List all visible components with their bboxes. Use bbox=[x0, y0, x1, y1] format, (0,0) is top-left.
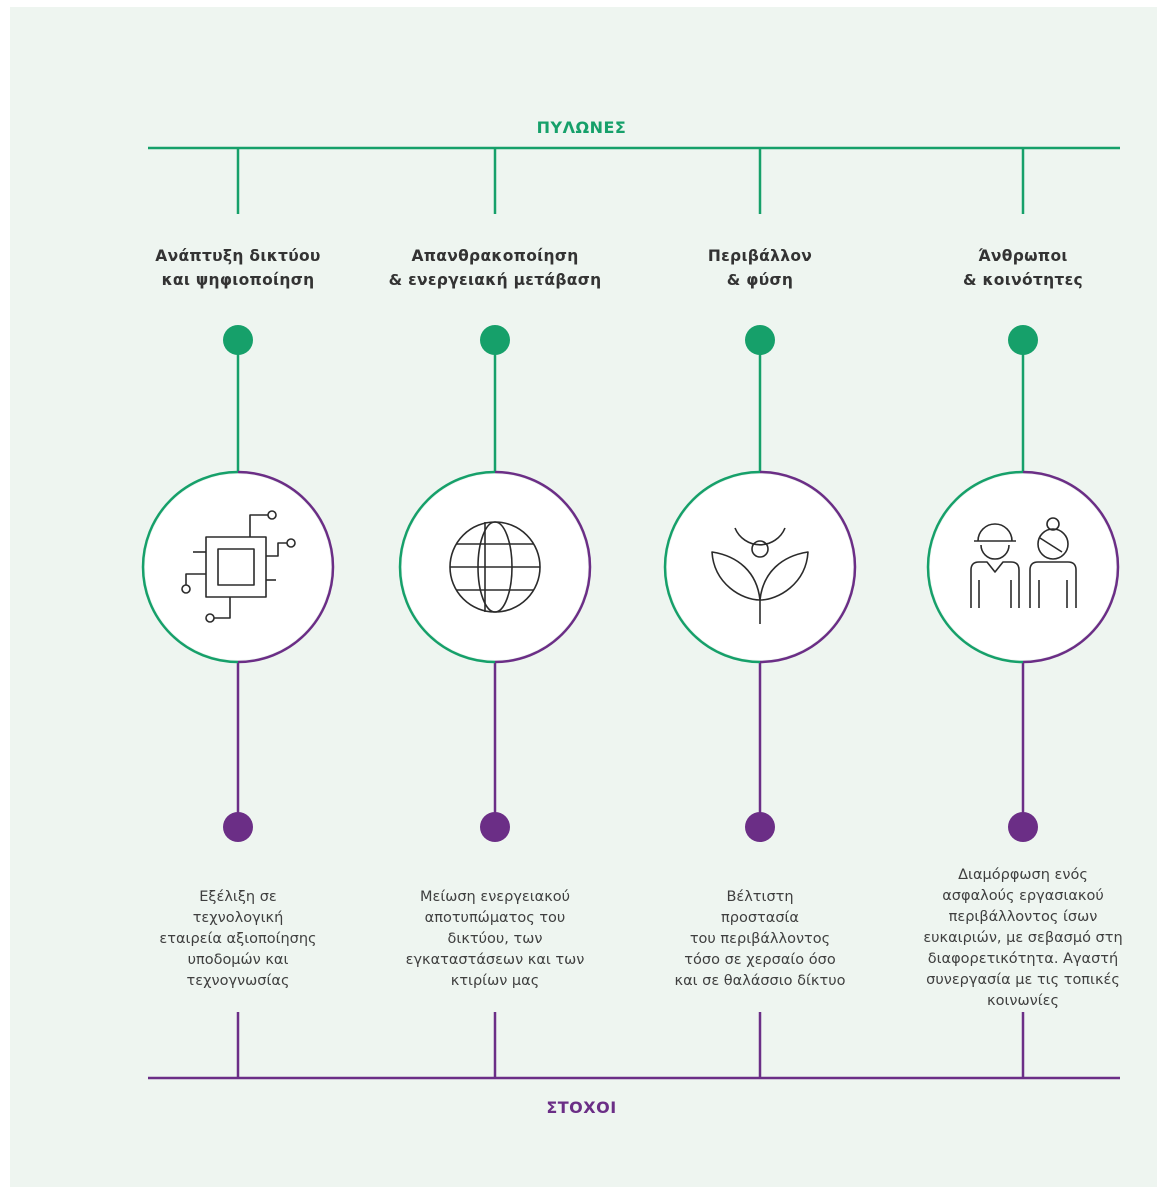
goal-text-4: Διαμόρφωση ενός ασφαλούς εργασιακού περι… bbox=[893, 865, 1153, 1012]
goals-heading: ΣΤΟΧΟΙ bbox=[546, 1098, 617, 1117]
pillar-node-2 bbox=[480, 325, 510, 355]
goal-text-line: Εξέλιξη σε bbox=[199, 889, 277, 905]
goal-node-1 bbox=[223, 812, 253, 842]
pillar-title-line: & ενεργειακή μετάβαση bbox=[388, 271, 602, 289]
goal-text-2: Μείωση ενεργειακού αποτυπώματος του δικτ… bbox=[375, 887, 615, 992]
goal-text-line: Μείωση ενεργειακού bbox=[419, 889, 571, 905]
goal-text-line: περιβάλλοντος ίσων bbox=[948, 909, 1098, 925]
goal-text-line: κοινωνίες bbox=[987, 993, 1059, 1009]
globe-icon bbox=[449, 521, 541, 613]
goal-text-line: και σε θαλάσσιο δίκτυο bbox=[674, 973, 846, 989]
goal-text-1: Εξέλιξη σε τεχνολογική εταιρεία αξιοποίη… bbox=[118, 887, 358, 992]
goal-text-line: τεχνογνωσίας bbox=[186, 973, 290, 989]
pillar-column-2 bbox=[398, 325, 592, 842]
pillar-title-line: Απανθρακοποίηση bbox=[411, 247, 579, 265]
pillar-title-line: & κοινότητες bbox=[962, 271, 1084, 289]
goal-text-line: τόσο σε χερσαίο όσο bbox=[684, 952, 836, 968]
pillar-title-2: Απανθρακοποίηση & ενεργειακή μετάβαση bbox=[355, 244, 635, 292]
pillar-title-3: Περιβάλλον & φύση bbox=[620, 244, 900, 292]
goal-text-line: Βέλτιστη bbox=[726, 889, 794, 905]
circuit-chip-icon bbox=[181, 510, 296, 623]
goal-text-line: τεχνολογική bbox=[192, 910, 284, 926]
goal-node-4 bbox=[1008, 812, 1038, 842]
pillar-title-line: Άνθρωποι bbox=[978, 247, 1068, 265]
goal-text-line: ασφαλούς εργασιακού bbox=[942, 888, 1104, 904]
pillar-title-line: και ψηφιοποίηση bbox=[161, 271, 315, 289]
goal-text-line: διαφορετικότητα. Αγαστή bbox=[927, 951, 1119, 967]
pillar-title-4: Άνθρωποι & κοινότητες bbox=[883, 244, 1163, 292]
plant-icon bbox=[711, 527, 809, 624]
goal-node-3 bbox=[745, 812, 775, 842]
goal-text-line: υποδομών και bbox=[187, 952, 289, 968]
pillar-title-line: Ανάπτυξη δικτύου bbox=[155, 247, 321, 265]
goal-text-line: αποτυπώματος του bbox=[424, 910, 566, 926]
pillar-column-3 bbox=[663, 325, 857, 842]
goal-text-line: Διαμόρφωση ενός bbox=[958, 867, 1088, 883]
goal-node-2 bbox=[480, 812, 510, 842]
pillar-column-1 bbox=[141, 325, 335, 842]
pillar-node-1 bbox=[223, 325, 253, 355]
pillar-title-line: Περιβάλλον bbox=[707, 247, 813, 265]
people-icon bbox=[970, 517, 1077, 608]
goal-text-line: κτιρίων μας bbox=[450, 973, 540, 989]
goal-text-line: δικτύου, των bbox=[447, 931, 543, 947]
goal-text-3: Βέλτιστη προστασία του περιβάλλοντος τόσ… bbox=[640, 887, 880, 992]
goal-text-line: προστασία bbox=[721, 910, 799, 926]
goal-text-line: του περιβάλλοντος bbox=[689, 931, 831, 947]
pillar-title-1: Ανάπτυξη δικτύου και ψηφιοποίηση bbox=[98, 244, 378, 292]
pillars-heading: ΠΥΛΩΝΕΣ bbox=[536, 118, 627, 137]
pillar-node-4 bbox=[1008, 325, 1038, 355]
pillar-node-3 bbox=[745, 325, 775, 355]
pillar-column-4 bbox=[926, 325, 1120, 842]
goal-text-line: εγκαταστάσεων και των bbox=[405, 952, 585, 968]
goal-text-line: συνεργασία με τις τοπικές bbox=[926, 972, 1120, 988]
goal-text-line: ευκαιριών, με σεβασμό στη bbox=[923, 930, 1123, 946]
pillar-title-line: & φύση bbox=[726, 271, 794, 289]
goal-text-line: εταιρεία αξιοποίησης bbox=[159, 931, 317, 947]
